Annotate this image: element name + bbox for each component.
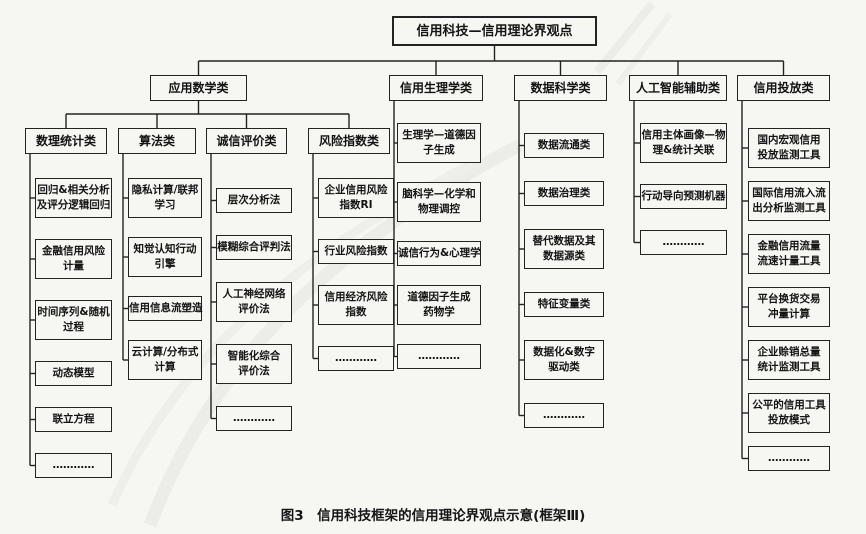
leaf-box-b4-2: 金融信用流量 流速计量工具 (748, 234, 830, 274)
leaf-box-b1-4: ………… (397, 344, 481, 369)
leaf-box-b1-3: 道德因子生成 药物学 (397, 285, 481, 325)
leaf-box-b2-0: 数据流通类 (524, 133, 604, 158)
leaf-box-b2-2: 替代数据及其 数据源类 (524, 229, 604, 269)
leaf-box-b4-4: 企业赊销总量 统计监测工具 (748, 340, 830, 380)
branch-box-b3: 人工智能辅助类 (629, 75, 727, 101)
leaf-box-b1-0: 生理学—道德因 子生成 (397, 123, 481, 163)
leaf-box-b4-6: ………… (748, 446, 830, 471)
subcategory-box-math-2: 诚信评价类 (206, 128, 287, 154)
leaf-box-math-3-2: 信用经济风险 指数 (318, 285, 394, 325)
branch-box-b2: 数据科学类 (514, 75, 607, 101)
leaf-box-math-1-2: 信用信息流塑造 (128, 296, 203, 321)
leaf-box-math-1-3: 云计算/分布式 计算 (128, 340, 202, 380)
leaf-box-math-1-0: 隐私计算/联邦 学习 (128, 178, 202, 218)
leaf-box-math-2-3: 智能化综合 评价法 (216, 344, 292, 384)
branch-box-b1: 信用生理学类 (389, 75, 483, 101)
leaf-box-math-0-0: 回归&相关分析 及评分逻辑回归 (35, 178, 112, 218)
leaf-box-math-0-5: ………… (35, 453, 112, 478)
leaf-box-b3-2: ………… (640, 230, 727, 255)
leaf-box-math-3-3: ………… (318, 346, 394, 371)
leaf-box-math-3-1: 行业风险指数 (318, 239, 394, 264)
leaf-box-b4-3: 平台换货交易 冲量计算 (748, 287, 830, 327)
leaf-box-b1-1: 脑科学—化学和 物理调控 (397, 182, 481, 222)
figure-caption: 图3 信用科技框架的信用理论界观点示意(框架Ⅲ) (280, 508, 586, 524)
root-node: 信用科技—信用理论界观点 (392, 16, 597, 46)
leaf-box-b1-2: 诚信行为&心理学 (397, 241, 481, 266)
leaf-box-b2-5: ………… (524, 403, 604, 428)
leaf-box-math-0-2: 时间序列&随机 过程 (35, 300, 112, 340)
leaf-box-b2-4: 数据化&数字 驱动类 (524, 340, 604, 380)
leaf-box-math-0-3: 动态模型 (35, 361, 112, 386)
leaf-box-math-2-1: 模糊综合评判法 (216, 235, 292, 260)
leaf-box-b3-1: 行动导向预测机器 (640, 184, 727, 209)
leaf-box-math-2-2: 人工神经网络 评价法 (216, 282, 292, 322)
leaf-box-b2-1: 数据治理类 (524, 181, 604, 206)
branch-box-math: 应用数学类 (150, 75, 247, 101)
leaf-box-math-2-0: 层次分析法 (216, 188, 292, 213)
leaf-box-math-2-4: ………… (216, 406, 292, 431)
branch-box-b4: 信用投放类 (737, 75, 830, 101)
leaf-box-math-0-1: 金融信用风险 计量 (35, 239, 112, 279)
leaf-box-b4-0: 国内宏观信用 投放监测工具 (748, 128, 830, 168)
leaf-box-b4-5: 公平的信用工具 投放模式 (748, 393, 830, 433)
leaf-box-b4-1: 国际信用流入流 出分析监测工具 (748, 181, 830, 221)
subcategory-box-math-0: 数理统计类 (25, 128, 107, 154)
leaf-box-b2-3: 特征变量类 (524, 292, 604, 317)
subcategory-box-math-3: 风险指数类 (308, 128, 390, 154)
leaf-box-math-0-4: 联立方程 (35, 407, 112, 432)
subcategory-box-math-1: 算法类 (118, 128, 196, 154)
leaf-box-b3-0: 信用主体画像—物 理&统计关联 (640, 123, 727, 163)
leaf-box-math-1-1: 知觉认知行动 引擎 (128, 237, 202, 277)
leaf-box-math-3-0: 企业信用风险 指数RI (318, 178, 394, 218)
